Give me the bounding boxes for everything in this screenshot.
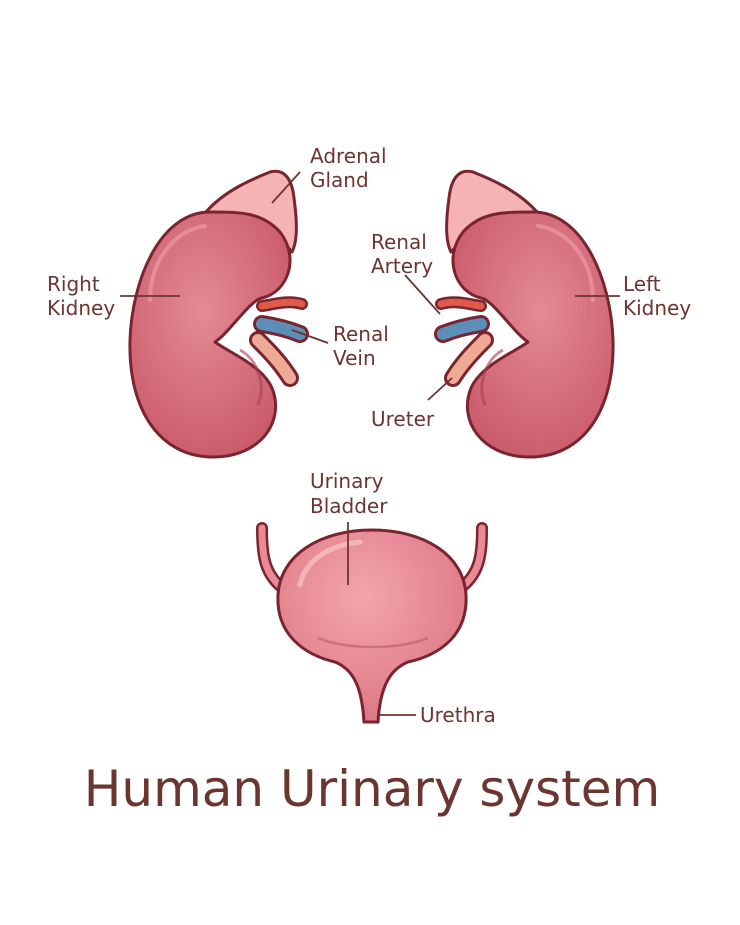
label-urinary-bladder-line1: Urinary	[310, 469, 384, 493]
left-kidney-body	[451, 210, 615, 459]
leader-renal-artery	[404, 274, 441, 315]
left-kidney-group	[434, 169, 615, 459]
label-renal-artery-line1: Renal	[371, 230, 427, 254]
label-renal-artery-line2: Artery	[371, 254, 433, 278]
label-renal-vein-line1: Renal	[333, 322, 389, 346]
label-urinary-bladder-line2: Bladder	[310, 494, 388, 518]
diagram-title: Human Urinary system	[84, 760, 660, 818]
label-right-kidney-line2: Kidney	[47, 296, 115, 320]
label-left-kidney-line1: Left	[623, 272, 661, 296]
leader-adrenal-gland	[271, 171, 301, 204]
label-right-kidney-line1: Right	[47, 272, 100, 296]
label-adrenal-gland-line2: Gland	[310, 168, 369, 192]
urinary-bladder-group	[256, 522, 488, 724]
label-left-kidney-line2: Kidney	[623, 296, 691, 320]
label-ureter: Ureter	[371, 407, 435, 431]
leader-renal-vein	[291, 329, 329, 344]
leader-ureter	[427, 377, 453, 401]
label-adrenal-gland-line1: Adrenal	[310, 144, 387, 168]
bladder-body	[276, 528, 468, 724]
right-kidney-group	[128, 169, 309, 459]
label-urethra: Urethra	[420, 703, 496, 727]
right-kidney-body	[128, 210, 292, 459]
label-renal-vein-line2: Vein	[333, 346, 376, 370]
